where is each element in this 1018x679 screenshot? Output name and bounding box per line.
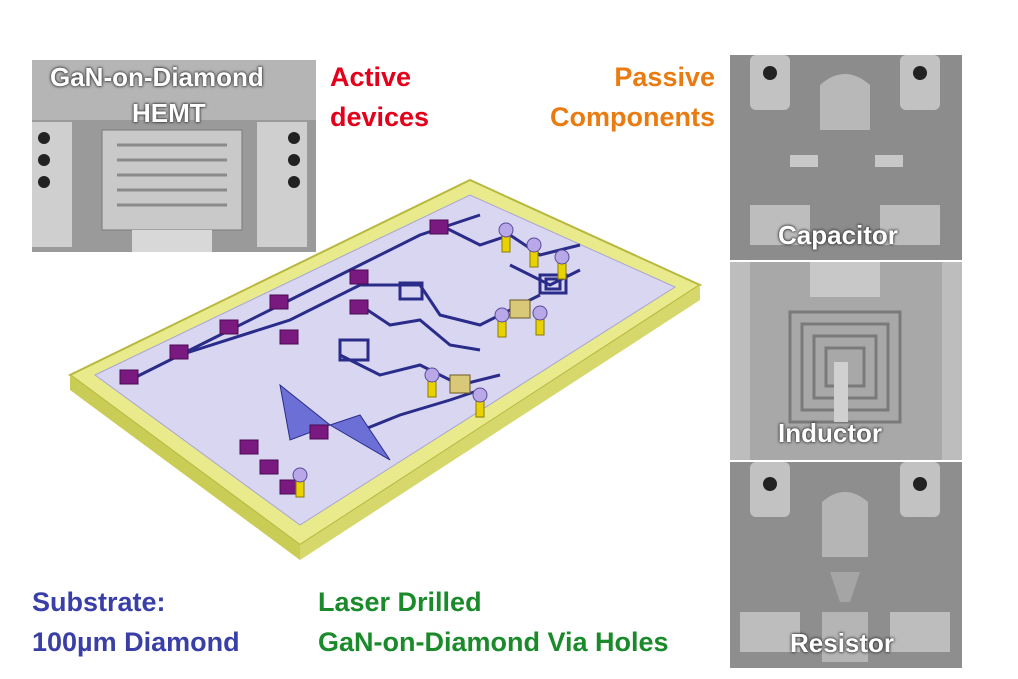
hemt-label-line2: HEMT [132,98,206,128]
inductor-micrograph-icon [730,262,962,460]
substrate-line1: Substrate: [32,587,166,617]
capacitor-micrograph: Capacitor [730,55,962,260]
substrate-line2: 100µm Diamond [32,627,240,657]
hemt-label-line1: GaN-on-Diamond [50,62,264,92]
capacitor-label: Capacitor [778,220,898,250]
via-line1: Laser Drilled [318,587,482,617]
via-line2: GaN-on-Diamond Via Holes [318,627,669,657]
passive-line1: Passive [614,62,715,92]
passive-components-label: Passive Components [515,57,715,137]
bond-pads [119,219,449,495]
active-line2: devices [330,102,430,132]
hemt-micrograph: GaN-on-Diamond HEMT [32,60,316,252]
mmic-chip-diagram [68,178,703,560]
substrate-label: Substrate: 100µm Diamond [32,582,240,662]
substrate-side-front [70,375,300,560]
inductor-micrograph: Inductor [730,262,962,460]
active-devices-label: Active devices [330,57,429,137]
resistor-micrograph: Resistor [730,462,962,668]
inductor-label: Inductor [778,418,882,448]
hemt-micrograph-icon [32,60,316,252]
via-holes [292,222,570,498]
passive-line2: Components [550,102,715,132]
active-line1: Active [330,62,412,92]
spiral-inductors [338,273,568,362]
resistor-label: Resistor [790,628,895,658]
via-holes-label: Laser Drilled GaN-on-Diamond Via Holes [318,582,669,662]
capacitor-micrograph-icon [730,55,962,260]
substrate-side-right [300,285,700,560]
resistor-micrograph-icon [730,462,962,668]
